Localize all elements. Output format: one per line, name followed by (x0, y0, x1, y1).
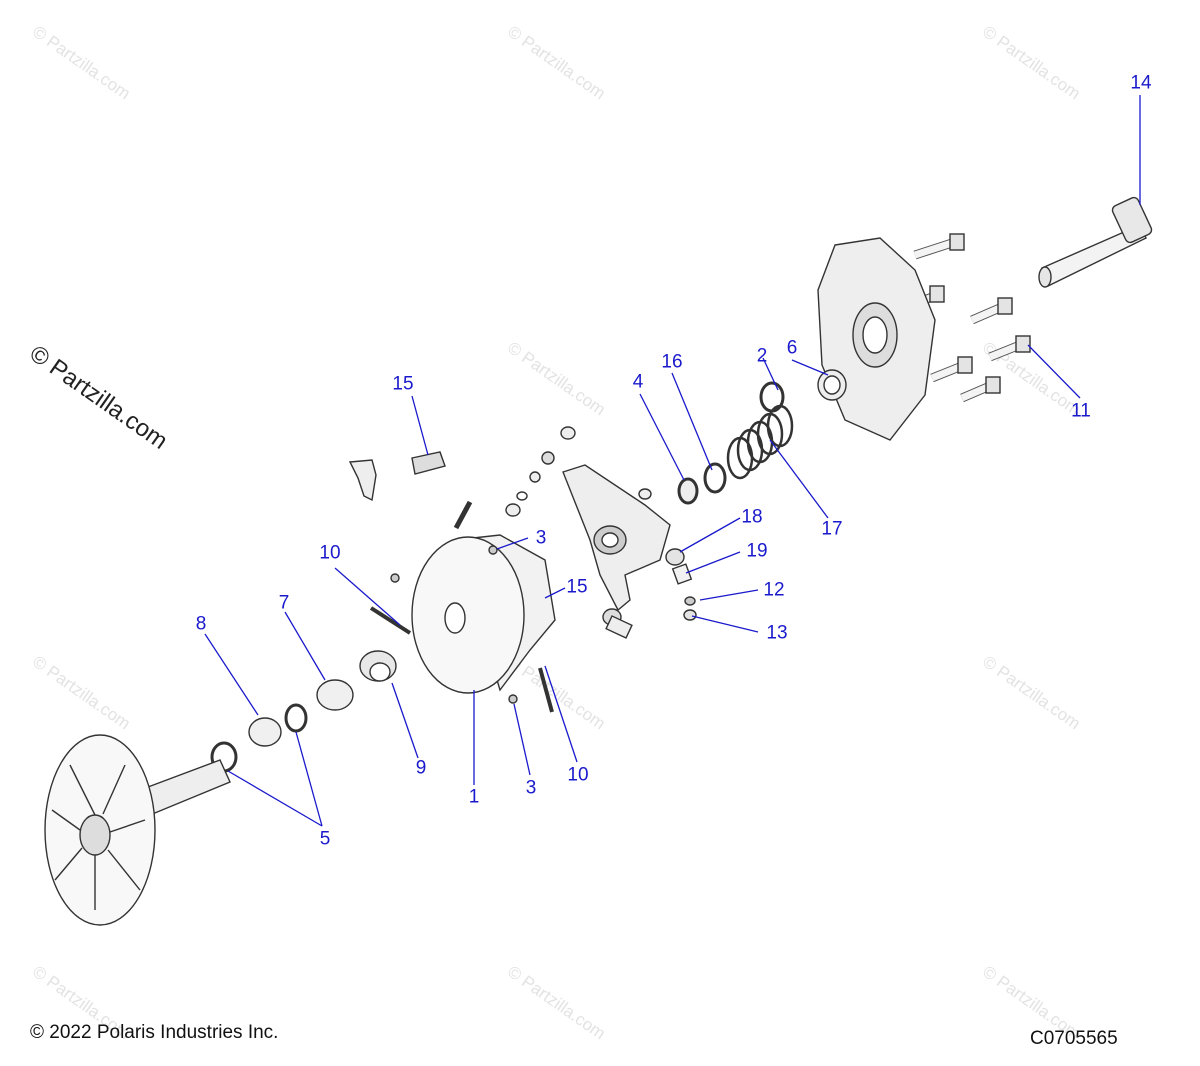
pin (369, 606, 412, 635)
callout-4: 4 (632, 371, 644, 393)
callout-8: 8 (195, 613, 207, 635)
washer (516, 491, 528, 501)
bushing (602, 608, 633, 639)
callout-16: 16 (661, 351, 683, 373)
callout-14: 14 (1130, 72, 1152, 94)
roller (638, 488, 652, 500)
callout-3: 3 (525, 777, 537, 799)
callout-9: 9 (415, 757, 427, 779)
callout-18: 18 (741, 506, 763, 528)
nut (488, 545, 498, 555)
nut (683, 609, 697, 621)
ring (284, 703, 308, 733)
copyright-text: © 2022 Polaris Industries Inc. (30, 1022, 279, 1043)
bushing (248, 717, 282, 747)
cap (560, 426, 576, 440)
washer (541, 451, 555, 465)
washer (684, 596, 696, 606)
callout-15: 15 (566, 576, 588, 598)
callout-3: 3 (535, 527, 547, 549)
callout-10: 10 (319, 542, 341, 564)
callout-13: 13 (766, 622, 788, 644)
leader-lines (204, 95, 1141, 827)
diagram-code: C0705565 (1030, 1028, 1118, 1049)
bushing (359, 650, 397, 682)
callout-5: 5 (319, 828, 331, 850)
spider-arm (562, 464, 671, 612)
ring (677, 477, 699, 505)
cam-weight (411, 451, 446, 475)
moveable-sheave (411, 534, 556, 694)
callout-12: 12 (763, 579, 785, 601)
fixed-sheave (44, 734, 231, 926)
callout-2: 2 (756, 345, 768, 367)
ring (703, 462, 727, 494)
callout-19: 19 (746, 540, 768, 562)
roller (529, 471, 541, 483)
callout-10: 10 (567, 764, 589, 786)
callout-15: 15 (392, 373, 414, 395)
callout-7: 7 (278, 592, 290, 614)
bushing (316, 679, 354, 711)
callout-11: 11 (1071, 400, 1091, 422)
nut (390, 573, 400, 583)
callout-17: 17 (821, 518, 843, 540)
callout-1: 1 (468, 786, 480, 808)
pin (453, 500, 473, 530)
spring (726, 404, 794, 480)
long-bolt (1038, 196, 1153, 288)
nut (508, 694, 518, 704)
washer (505, 503, 521, 517)
roller (665, 548, 685, 566)
callout-6: 6 (786, 337, 798, 359)
cam-weight (348, 459, 377, 502)
pin (671, 563, 693, 585)
pin (538, 667, 554, 713)
cover-plate (817, 237, 936, 441)
